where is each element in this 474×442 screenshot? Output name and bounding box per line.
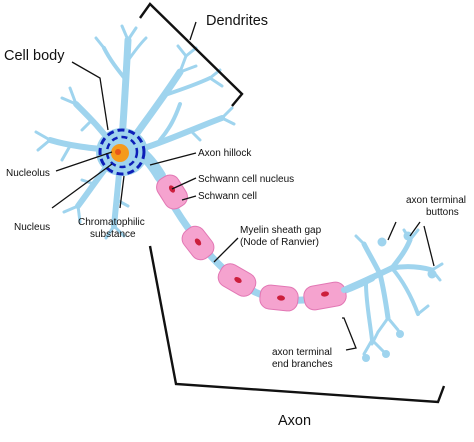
cell-body-leader: [71, 61, 109, 131]
schwann-cell-segment: [303, 281, 347, 311]
schwann-nucleus-leader: [171, 177, 197, 190]
schwann-cell-segment: [259, 284, 299, 312]
terminal-branches-label-line2: end branches: [272, 359, 333, 370]
myelin-gap-label-line2: (Node of Ranvier): [240, 237, 319, 248]
chromatophilic-substance-shape: [98, 128, 146, 176]
axon-terminal-branches: [341, 228, 444, 356]
myelin-sheath: [156, 174, 347, 312]
nucleus-label: Nucleus: [14, 222, 50, 233]
schwann-cell-segment: [217, 263, 257, 297]
dendrites-bracket: [139, 2, 244, 107]
schwann-cell-label: Schwann cell: [198, 191, 257, 202]
chromatophilic-label-line2: substance: [90, 229, 136, 240]
nucleolus-leader: [55, 151, 113, 172]
chromatophilic-leader: [119, 175, 125, 209]
axon-bracket: [148, 245, 446, 404]
schwann-cell-segment: [156, 174, 188, 210]
chromatophilic-label-line1: Chromatophilic: [78, 217, 145, 228]
dendrites-leader: [189, 21, 197, 41]
schwann-cell-leader: [181, 195, 197, 201]
dendrites-label: Dendrites: [206, 13, 268, 29]
terminal-buttons-label-line2: buttons: [426, 207, 459, 218]
axon-hillock-label: Axon hillock: [198, 148, 252, 159]
schwann-cell-segment: [181, 225, 215, 261]
axon-label: Axon: [278, 413, 311, 429]
nucleus-leader: [51, 163, 113, 209]
cell-body-label: Cell body: [4, 48, 65, 64]
terminal-buttons-leader-1: [387, 221, 397, 241]
axon-terminal-buttons: [362, 231, 437, 362]
nucleolus-label: Nucleolus: [6, 168, 50, 179]
schwann-nucleus-label: Schwann cell nucleus: [198, 174, 294, 185]
myelin-gap-label-line1: Myelin sheath gap: [240, 225, 322, 236]
myelin-gap-leader: [213, 237, 239, 263]
terminal-branches-bracket: [342, 317, 357, 351]
nucleolus-shape: [115, 149, 121, 155]
terminal-buttons-leader-3: [423, 225, 435, 267]
axon-hillock-leader: [149, 152, 197, 166]
terminal-buttons-label-line1: axon terminal: [406, 195, 466, 206]
terminal-buttons-leader-2: [409, 221, 421, 237]
terminal-branches-label-line1: axon terminal: [272, 347, 332, 358]
